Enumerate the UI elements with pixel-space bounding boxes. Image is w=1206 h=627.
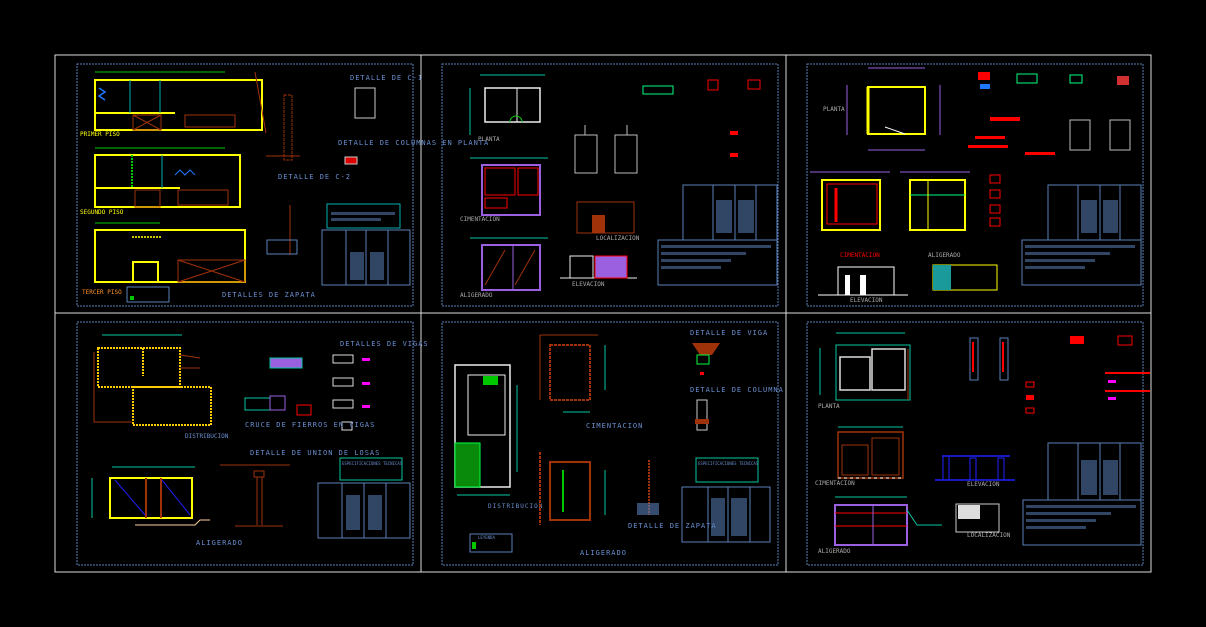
slab-plan [91,466,210,526]
plan-label: PLANTA [478,136,500,143]
sheet-1[interactable]: PRIMER PISO SEGUNDO PISO TERCER PISO [76,63,489,307]
slab-plan [470,237,548,291]
legend-box [469,533,513,553]
plan-label: CIMENTACION [815,480,855,487]
legend-box [126,286,170,303]
sheet-border [441,63,779,307]
title-block-table [657,184,778,286]
spec-box [695,457,759,483]
detail-title: DETALLE DE COLUMNAS EN PLANTA [338,139,489,147]
site-lot [933,265,951,290]
sheet-6[interactable]: PLANTA CIMENTACION ALIGERADO ELEVACION L… [806,321,1150,566]
slab-plan [900,171,970,231]
floor-plan [819,332,911,401]
detail-title: DETALLE DE C-1 [350,74,423,82]
floor-plan-third [94,222,246,283]
spec-text [331,218,381,221]
legend-title: LEYENDA [478,535,495,540]
plan-label: ELEVACION [967,481,1000,488]
detail-title: DETALLES DE VIGAS [340,340,429,348]
spec-title: ESPECIFICACIONES TECNICAS [698,461,759,466]
plan-label: LOCALIZACION [967,532,1011,539]
plan-label: ELEVACION [572,281,605,288]
detail-title: DETALLE DE VIGA [690,329,768,337]
plan-label: PLANTA [818,403,840,410]
slab-plan [834,496,942,546]
sheet-border [806,63,1144,307]
plan-label: ELEVACION [850,297,883,304]
plan-label: PLANTA [823,106,845,113]
site-plan [576,201,635,234]
title-block-table [1022,442,1142,546]
footing-detail [637,460,659,515]
title-block-table [1021,184,1142,286]
spec-text [331,212,395,215]
detail-title: CRUCE DE FIERROS EN VIGAS [245,421,375,429]
detail-title: DETALLE DE UNION DE LOSAS [250,449,380,457]
plan-label: CIMENTACION [586,422,643,430]
plan-label: ALIGERADO [818,548,851,555]
title-block-table [681,486,771,543]
plan-label: ALIGERADO [580,549,627,557]
foundation-plan [470,157,548,216]
plan-label: LOCALIZACION [596,235,640,242]
wall-section-detail [266,94,300,255]
floor-plan [846,67,941,151]
distribution-plan [454,364,518,496]
beam-details [968,72,1131,227]
sheet-border [806,321,1144,566]
floor-plan-second [94,147,241,208]
legend-swatch [472,542,476,549]
sheet-5[interactable]: DISTRIBUCION CIMENTACION ALIGERADO DETAL… [441,321,784,566]
sheet-border [76,321,414,566]
wall-details [969,335,1150,414]
site-lot [958,505,980,519]
plan-label: ALIGERADO [928,252,961,259]
elevation [818,266,908,296]
spec-title: ESPECIFICACIONES TECNICAS [342,461,403,466]
plan-label: TERCER PISO [82,289,122,296]
column-detail [695,399,709,431]
plan-label: PRIMER PISO [80,131,120,138]
plan-label: ALIGERADO [460,292,493,299]
floor-plan-first [94,71,267,134]
legend-swatch [130,296,134,300]
slab-joint-detail [220,464,290,527]
elevation [560,255,637,279]
site-plan [955,503,1000,533]
plan-label: CIMENTACION [840,252,880,259]
plan-label: DISTRIBUCION [488,503,543,510]
foundation-plan [810,171,890,231]
spec-box [326,203,401,229]
foundation-plan [539,334,606,413]
sheet-4[interactable]: DISTRIBUCION ALIGERADO DETALLES DE VIGAS… [76,321,429,566]
detail-title: DETALLE DE COLUMNA [690,386,784,394]
elevation [935,455,1015,481]
detail-title: DETALLES DE ZAPATA [222,291,316,299]
beam-detail [692,343,720,375]
plan-label: ALIGERADO [196,539,243,547]
slab-plan [539,452,606,525]
sheet-2[interactable]: PLANTA CIMENTACION ALIGERADO LOCALIZ [441,63,779,307]
foundation-plan [837,426,904,479]
detail-title: DETALLE DE C-2 [278,173,351,181]
sheet-border [76,63,414,307]
spec-box [339,457,403,481]
beam-details [244,354,370,431]
title-block-table [321,229,411,286]
plan-label: DISTRIBUCION [185,433,229,440]
floor-plan [469,74,545,135]
plan-label: CIMENTACION [460,216,500,223]
site-lot [592,215,605,233]
sheet-border [441,321,779,566]
plan-label: SEGUNDO PISO [80,209,124,216]
detail-title: DETALLE DE ZAPATA [628,522,717,530]
title-block-table [317,482,411,539]
sheet-3[interactable]: PLANTA CIMENTACION ALIGERADO ELEVACION [806,63,1144,307]
footing-details [574,79,761,174]
column-section [344,156,358,165]
distribution-plan [93,334,212,426]
column-detail [354,87,376,119]
